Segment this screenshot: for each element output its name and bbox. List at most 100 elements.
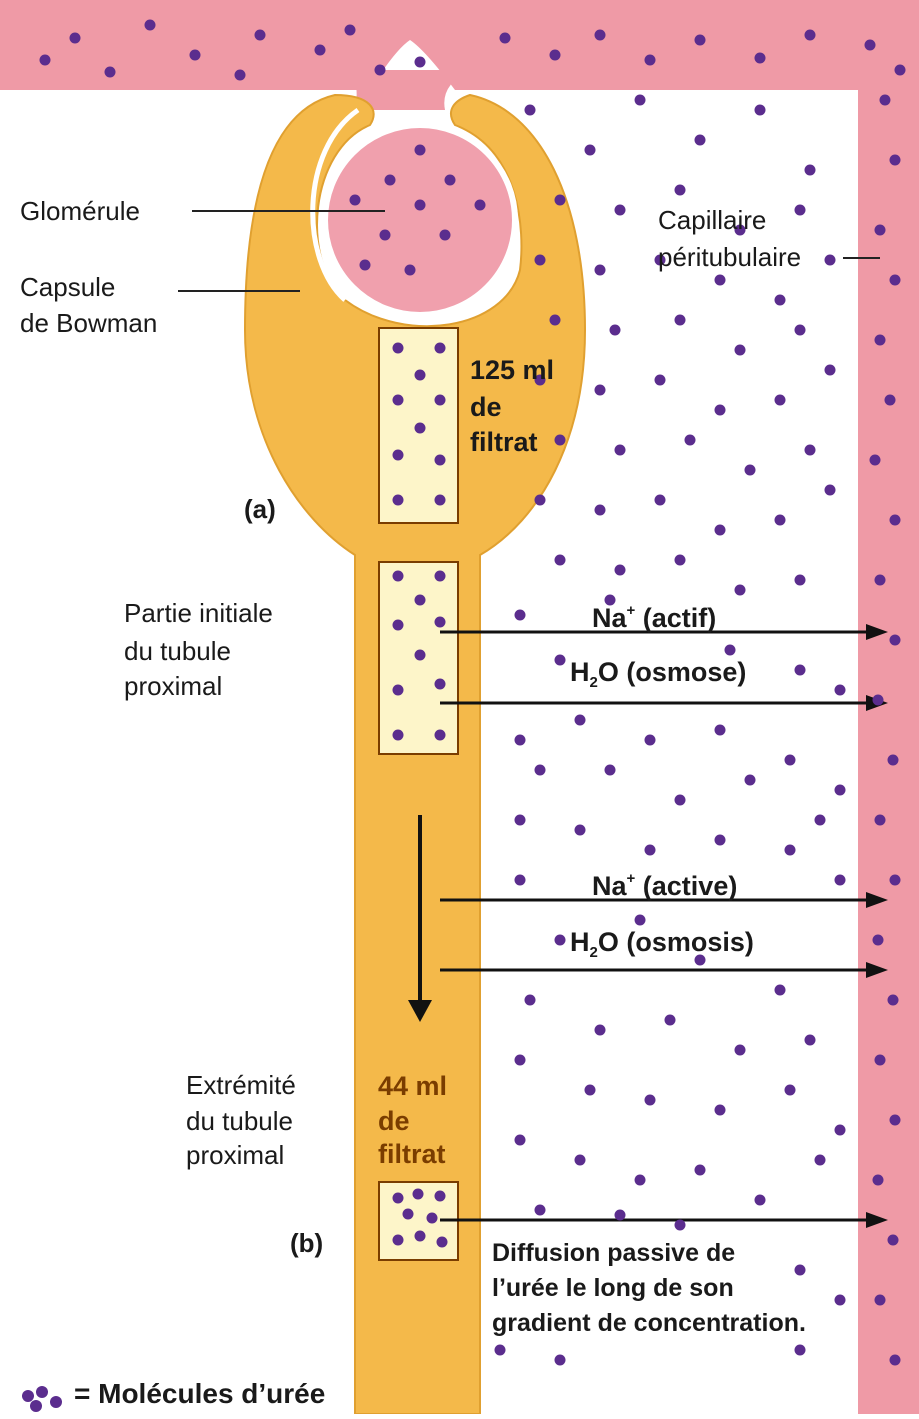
urea-molecule <box>755 105 766 116</box>
urea-molecule <box>393 1235 404 1246</box>
urea-molecule <box>745 465 756 476</box>
legend: = Molécules d’urée <box>20 1378 325 1410</box>
urea-molecule <box>535 765 546 776</box>
urea-molecule <box>515 815 526 826</box>
urea-molecule <box>815 1155 826 1166</box>
urea-molecule <box>805 445 816 456</box>
urea-molecule <box>695 35 706 46</box>
urea-molecule <box>393 730 404 741</box>
urea-molecule <box>880 95 891 106</box>
label-diffusion-line1: Diffusion passive de <box>492 1236 735 1270</box>
urea-molecule <box>415 423 426 434</box>
label-capsule-line1: Capsule <box>20 270 115 304</box>
urea-molecule <box>415 200 426 211</box>
urea-molecule <box>805 165 816 176</box>
urea-molecule <box>575 1155 586 1166</box>
urea-molecule <box>865 40 876 51</box>
arrow-uree-diffusion <box>440 1212 888 1228</box>
urea-molecule <box>555 1355 566 1366</box>
urea-molecule <box>775 985 786 996</box>
urea-molecule <box>393 571 404 582</box>
urea-molecule <box>475 200 486 211</box>
urea-molecule <box>805 30 816 41</box>
urea-molecule <box>345 25 356 36</box>
urea-molecule <box>655 495 666 506</box>
legend-text: = Molécules d’urée <box>74 1378 325 1409</box>
urea-molecule <box>585 1085 596 1096</box>
urea-molecule <box>415 370 426 381</box>
label-partie-line3: proximal <box>124 669 222 703</box>
urea-molecule <box>360 260 371 271</box>
urea-molecule <box>415 595 426 606</box>
urea-molecule <box>895 65 906 76</box>
urea-molecule <box>873 1175 884 1186</box>
urea-molecule <box>415 1231 426 1242</box>
urea-molecule <box>665 1015 676 1026</box>
label-extremite-line1: Extrémité <box>186 1068 296 1102</box>
urea-molecule <box>755 1195 766 1206</box>
urea-molecule <box>393 395 404 406</box>
label-na-actif: Na+ (actif) <box>592 594 716 635</box>
urea-molecule <box>890 275 901 286</box>
urea-molecule <box>635 1175 646 1186</box>
urea-molecule <box>745 775 756 786</box>
urea-molecule <box>615 205 626 216</box>
urea-molecule <box>515 875 526 886</box>
urea-molecule <box>393 343 404 354</box>
urea-molecule <box>675 185 686 196</box>
urea-molecule <box>795 665 806 676</box>
urea-molecule <box>735 585 746 596</box>
urea-molecule <box>825 365 836 376</box>
urea-molecule <box>715 1105 726 1116</box>
urea-molecule <box>555 935 566 946</box>
urea-molecule <box>635 95 646 106</box>
urea-molecule <box>875 1295 886 1306</box>
urea-molecule <box>835 1295 846 1306</box>
urea-molecule <box>515 1135 526 1146</box>
urea-molecule <box>535 495 546 506</box>
label-diffusion-line3: gradient de concentration. <box>492 1306 806 1340</box>
urea-molecule <box>795 1345 806 1356</box>
urea-molecule <box>595 1025 606 1036</box>
urea-molecule <box>595 505 606 516</box>
urea-molecule <box>105 67 116 78</box>
urea-molecule <box>605 765 616 776</box>
label-capillaire-line2: péritubulaire <box>658 240 801 274</box>
urea-molecule <box>40 55 51 66</box>
urea-molecule <box>890 1355 901 1366</box>
urea-molecule <box>795 325 806 336</box>
label-capillaire-line1: Capillaire <box>658 203 766 237</box>
urea-molecule <box>495 1345 506 1356</box>
label-extremite-line3: proximal <box>186 1138 284 1172</box>
urea-molecule <box>515 735 526 746</box>
urea-molecule <box>890 875 901 886</box>
urea-molecule <box>695 1165 706 1176</box>
urea-molecule <box>555 195 566 206</box>
urea-molecule <box>415 650 426 661</box>
urea-molecule <box>785 845 796 856</box>
urea-molecule <box>835 1125 846 1136</box>
urea-molecule <box>715 835 726 846</box>
label-filtrat-125-line1: 125 ml <box>470 352 554 388</box>
urea-molecule <box>555 555 566 566</box>
urea-legend-icon <box>20 1382 68 1410</box>
urea-molecule <box>825 485 836 496</box>
urea-molecule <box>875 575 886 586</box>
urea-molecule <box>585 145 596 156</box>
urea-molecule <box>235 70 246 81</box>
urea-molecule <box>715 525 726 536</box>
urea-molecule <box>675 555 686 566</box>
urea-molecule <box>393 620 404 631</box>
urea-molecule <box>70 33 81 44</box>
urea-molecule <box>375 65 386 76</box>
urea-molecule <box>835 785 846 796</box>
label-filtrat-125-line2: de <box>470 389 502 425</box>
urea-molecule <box>500 33 511 44</box>
urea-molecule <box>785 755 796 766</box>
label-partie-line1: Partie initiale <box>124 596 273 630</box>
urea-molecule <box>875 225 886 236</box>
urea-molecule <box>515 1055 526 1066</box>
urea-molecule <box>435 1191 446 1202</box>
urea-molecule <box>885 395 896 406</box>
